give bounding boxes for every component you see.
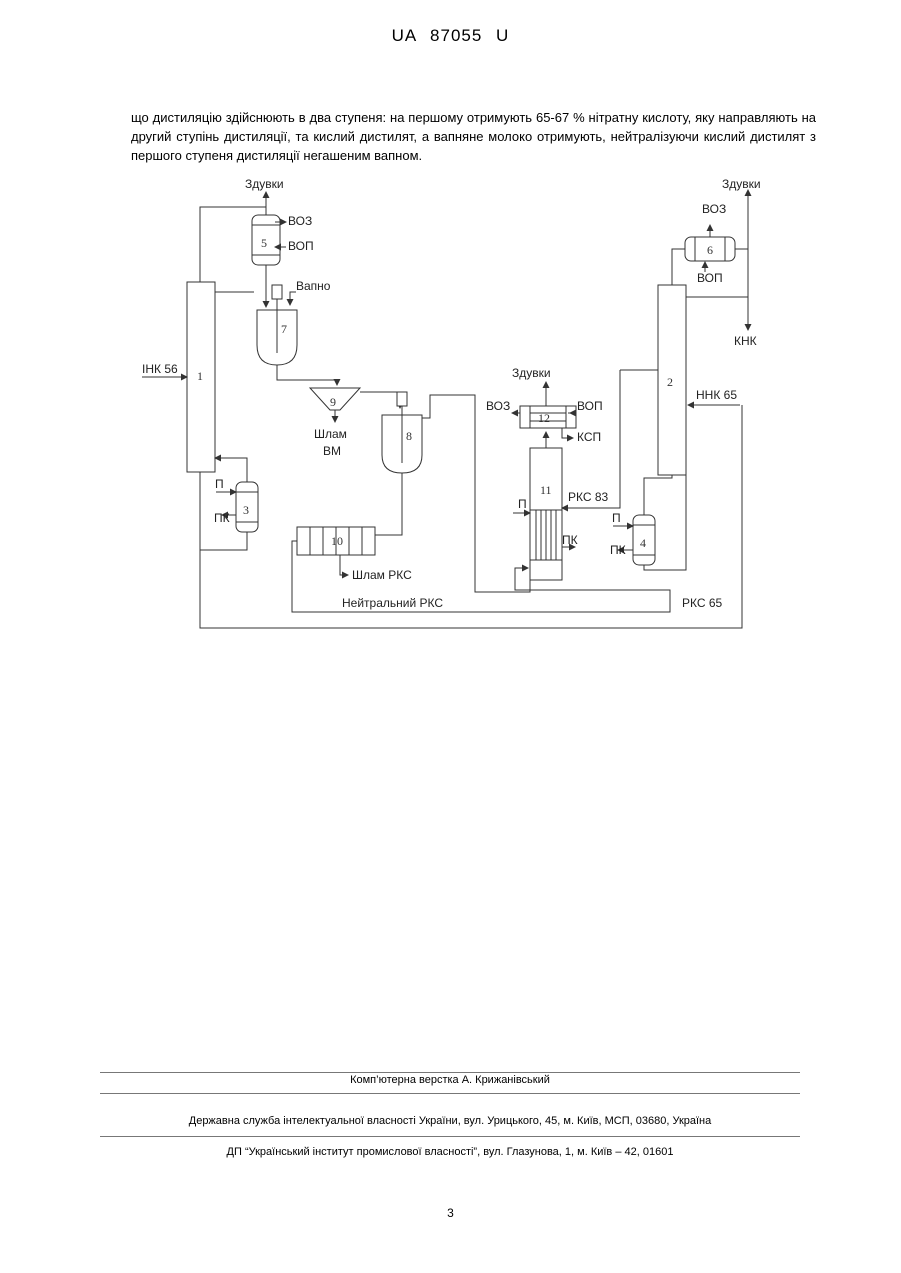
label-shlam-rks: Шлам РКС	[352, 568, 412, 582]
label-rks65: РКС 65	[682, 596, 723, 610]
footer-rule-mid	[100, 1093, 800, 1094]
page-number: 3	[0, 1206, 901, 1220]
label-ink56: ІНК 56	[142, 362, 178, 376]
label-nnk65: ННК 65	[696, 388, 737, 402]
label-zduvky-1: Здувки	[245, 177, 284, 191]
label-p-4: П	[612, 511, 621, 525]
label-voz-5: ВОЗ	[288, 214, 312, 228]
footer-service: Державна служба інтелектуальної власност…	[100, 1115, 800, 1127]
label-voz-6: ВОЗ	[702, 202, 726, 216]
label-num-10: 10	[331, 534, 343, 548]
label-num-4: 4	[640, 536, 646, 550]
label-knk: КНК	[734, 334, 757, 348]
label-pk-4: ПК	[610, 543, 626, 557]
label-rks83: РКС 83	[568, 490, 609, 504]
footer-rule-bottom	[100, 1136, 800, 1137]
label-p-3: П	[215, 477, 224, 491]
body-paragraph: що дистиляцію здійснюють в два ступеня: …	[131, 108, 816, 165]
label-vop-12: ВОП	[577, 399, 603, 413]
label-zduvky-2: Здувки	[722, 177, 761, 191]
patent-header: UA 87055 U	[0, 26, 901, 46]
label-num-11: 11	[540, 483, 552, 497]
label-voz-12: ВОЗ	[486, 399, 510, 413]
label-p-11: П	[518, 497, 527, 511]
label-vapno: Вапно	[296, 279, 331, 293]
label-num-2: 2	[667, 375, 673, 389]
label-shlam-vm-2: ВМ	[323, 444, 341, 458]
process-flow-diagram: 1 2 5 Здувки ВОЗ ВОП 7 Вапно 9 Шлам ВМ 8…	[130, 170, 770, 640]
label-num-6: 6	[707, 243, 713, 257]
label-num-12: 12	[538, 411, 550, 425]
footer-institute: ДП “Український інститут промислової вла…	[100, 1146, 800, 1158]
label-ksp: КСП	[577, 430, 601, 444]
label-num-8: 8	[406, 429, 412, 443]
label-num-7: 7	[281, 322, 287, 336]
label-vop-6: ВОП	[697, 271, 723, 285]
label-zduvky-3: Здувки	[512, 366, 551, 380]
label-neutral-rks: Нейтральний РКС	[342, 596, 443, 610]
label-vop-5: ВОП	[288, 239, 314, 253]
label-shlam-vm-1: Шлам	[314, 427, 347, 441]
label-num-9: 9	[330, 395, 336, 409]
label-pk-11: ПК	[562, 533, 578, 547]
label-num-3: 3	[243, 503, 249, 517]
label-num-1: 1	[197, 369, 203, 383]
label-pk-3: ПК	[214, 511, 230, 525]
label-num-5: 5	[261, 236, 267, 250]
footer-rule-top	[100, 1072, 800, 1073]
footer-composer: Комп’ютерна верстка А. Крижанівський	[100, 1074, 800, 1086]
